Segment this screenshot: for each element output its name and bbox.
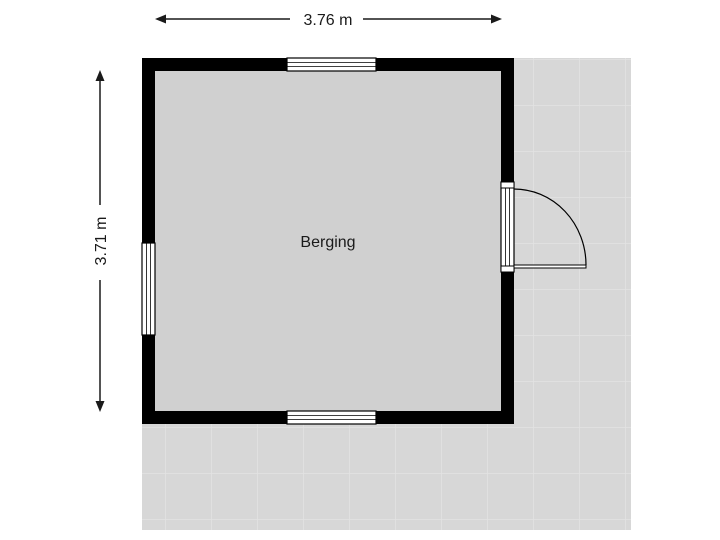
left-window (141, 242, 156, 336)
bottom-window (286, 410, 377, 425)
right-door (500, 181, 587, 273)
height-dimension (95, 70, 105, 412)
top-window (286, 57, 377, 72)
door-leaf (513, 264, 587, 269)
door-swing-arc (513, 188, 587, 266)
width-label: 3.76 m (304, 12, 353, 29)
walls (142, 58, 514, 424)
height-label: 3.71 m (93, 217, 110, 266)
room-label: Berging (300, 234, 355, 251)
terrace-area (142, 58, 631, 530)
room-floor (155, 71, 501, 411)
width-dimension (155, 14, 502, 24)
